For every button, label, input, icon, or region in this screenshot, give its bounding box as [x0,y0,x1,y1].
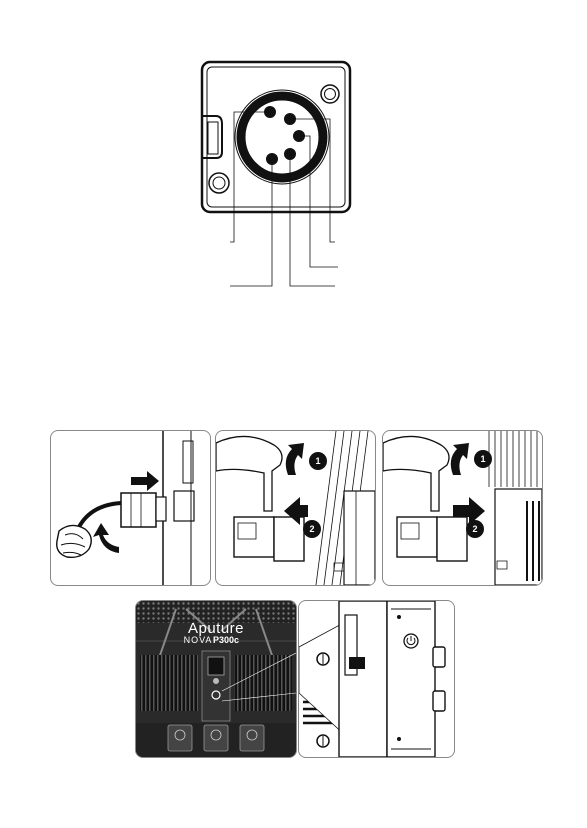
device-detail-panel [298,600,455,758]
socket-outer-rim [235,90,329,184]
device-front-illustration: Aputure NOVA P300c [136,601,296,757]
socket-ring [241,96,323,178]
lift-arrow-icon [451,443,469,475]
control-knob-icon[interactable] [433,647,445,667]
screw-bottom-left-inner [213,177,225,189]
xlr-connector-svg [190,52,390,302]
step-marker-label: 1 [315,456,320,466]
latch-slot [208,122,218,154]
device-detail-illustration [299,601,454,757]
device-front-panel: Aputure NOVA P300c [135,600,297,758]
screw-bottom-left-icon [209,173,229,193]
connector-housing [202,62,350,212]
twist-arrow-icon [93,523,119,553]
step-1-panel [50,430,211,586]
step-2-panel: 1 2 [215,430,376,586]
step-1-illustration [51,431,210,585]
step-3-illustration: 1 2 [383,431,542,585]
display-screen [208,657,224,675]
screw-top-right-inner [325,89,336,100]
screw-top-right-icon [321,85,339,103]
control-knob-icon[interactable] [213,678,219,684]
step-3-panel: 1 2 [382,430,543,586]
step-marker-label: 2 [472,524,477,534]
step-marker-label: 2 [309,524,314,534]
control-knob-icon[interactable] [433,691,445,711]
model-name: P300c [213,635,239,645]
step-marker-label: 1 [480,454,485,464]
xlr-connector-diagram [190,52,390,302]
lift-arrow-icon [286,443,304,475]
model-prefix: NOVA [184,635,213,645]
step-2-illustration: 1 2 [216,431,375,585]
push-arrow-icon [131,471,159,491]
